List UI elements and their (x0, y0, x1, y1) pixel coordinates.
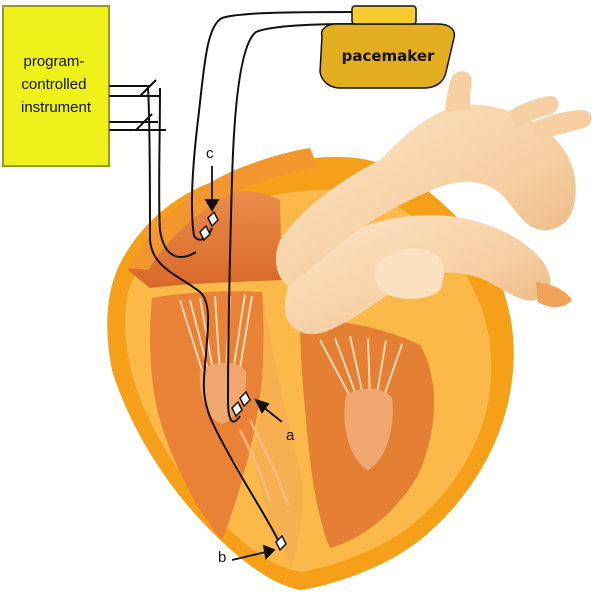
program-controlled-instrument: program- controlled instrument (2, 5, 166, 167)
label-c: c (206, 145, 214, 162)
svg-text:program- controlled: program- controlled instrument (21, 53, 92, 116)
arrow-b (231, 551, 267, 561)
electrode-a-lower (231, 400, 243, 418)
arrow-b-head (262, 544, 276, 560)
electrode-a-upper (239, 390, 251, 408)
instrument-connectors (109, 79, 166, 131)
pacemaker-label: pacemaker (342, 47, 435, 65)
papillary-muscle-left (344, 388, 393, 470)
pacemaker-body (319, 23, 456, 89)
pacing-leads (147, 11, 356, 541)
atrial-wall (128, 148, 318, 270)
instrument-label-line-2: controlled (21, 76, 86, 93)
left-carotid-artery (508, 96, 559, 126)
arrow-a-head (254, 398, 270, 414)
arrow-c-head (204, 199, 220, 212)
left-subclavian-artery (530, 110, 592, 140)
pulmonary-branch (536, 282, 572, 308)
electrode-b (275, 534, 287, 552)
label-a: a (286, 427, 295, 444)
aortic-root (374, 248, 444, 299)
brachiocephalic-artery (445, 71, 472, 112)
lead-instrument-atrial (158, 87, 197, 258)
lead-ventricular (226, 23, 356, 423)
aorta (275, 104, 576, 286)
electrodes (199, 210, 287, 552)
pacemaker-header (351, 5, 417, 25)
septum (254, 292, 303, 565)
pacemaker: pacemaker (319, 5, 456, 89)
lead-atrial (190, 11, 356, 241)
lead-instrument (147, 87, 279, 541)
label-b: b (218, 549, 226, 566)
electrode-c-upper (207, 210, 219, 228)
callouts (204, 166, 283, 561)
instrument-label-line-1: program- (23, 53, 84, 70)
great-vessels (275, 71, 592, 335)
electrode-c-lower (199, 224, 211, 242)
instrument-label-line-3: instrument (21, 99, 92, 116)
